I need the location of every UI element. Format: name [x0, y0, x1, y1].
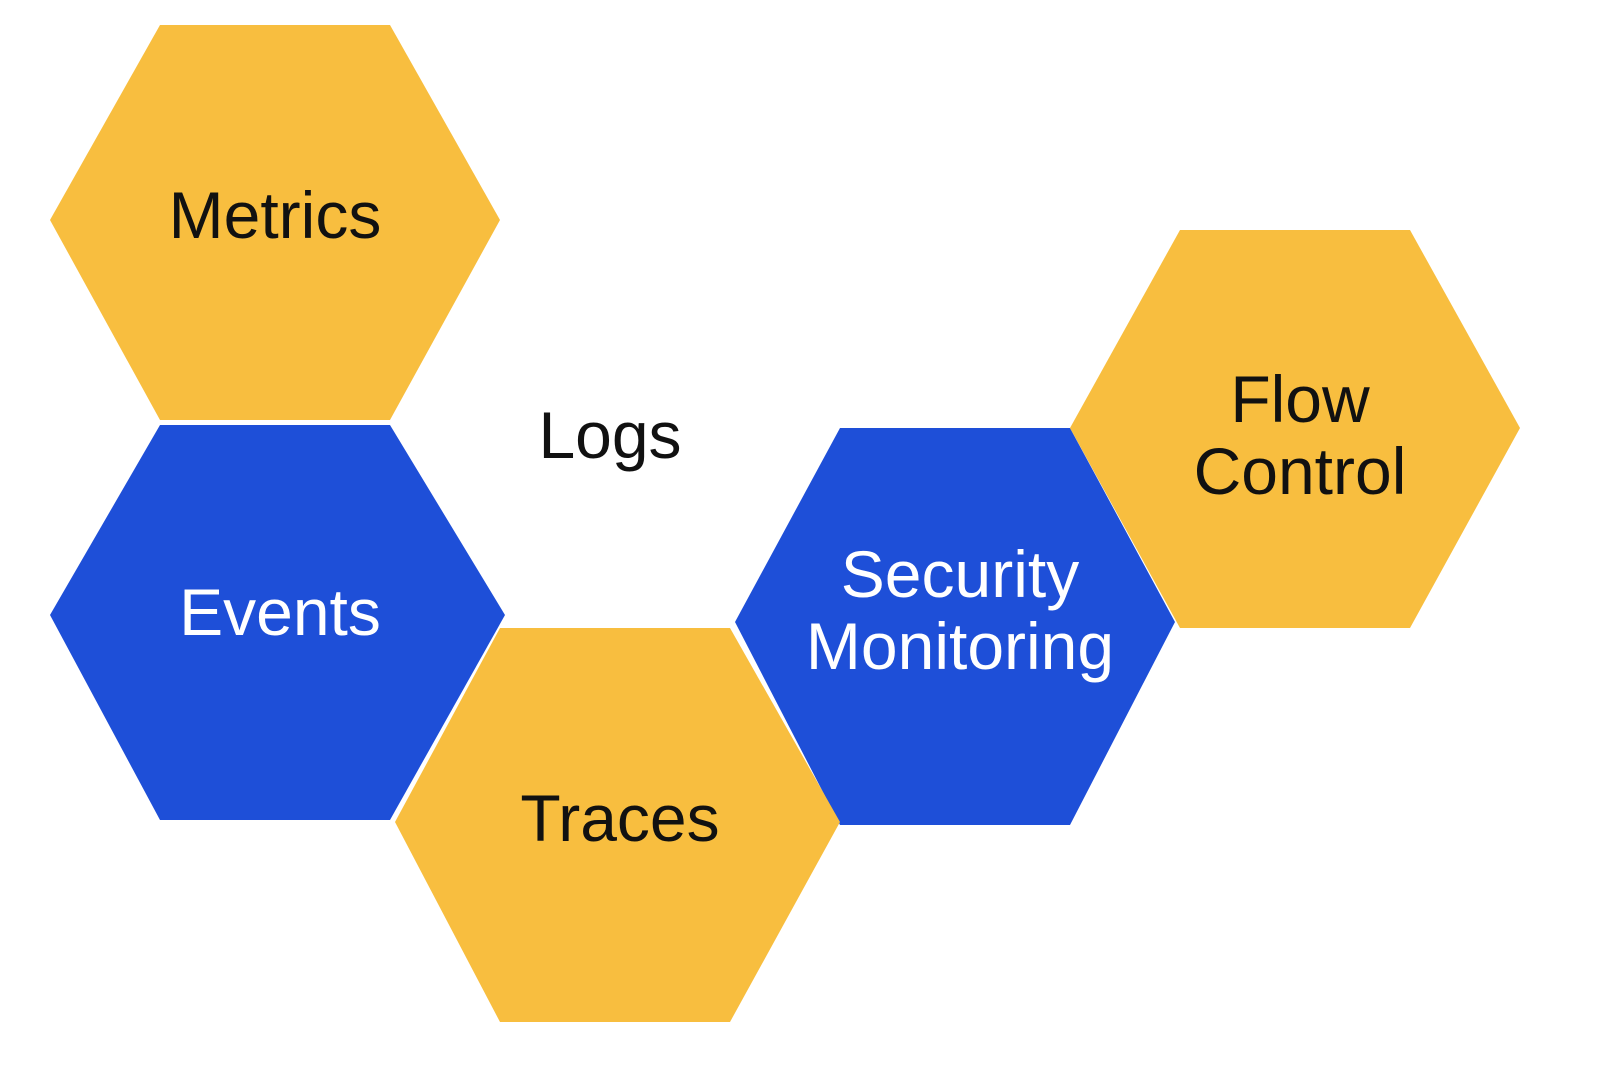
events-hexagon	[50, 425, 505, 820]
traces-label: Traces	[520, 781, 720, 855]
security-monitoring-hexagon	[735, 428, 1175, 825]
metrics-label: Metrics	[168, 178, 382, 252]
metrics-hexagon	[50, 25, 500, 420]
flow-control-label: Flow Control	[1193, 362, 1407, 508]
logs-label: Logs	[538, 398, 682, 472]
security-monitoring-label: Security Monitoring	[805, 537, 1115, 683]
flow-control-hexagon	[1070, 230, 1520, 628]
traces-hexagon	[395, 628, 840, 1022]
events-label: Events	[179, 575, 381, 649]
